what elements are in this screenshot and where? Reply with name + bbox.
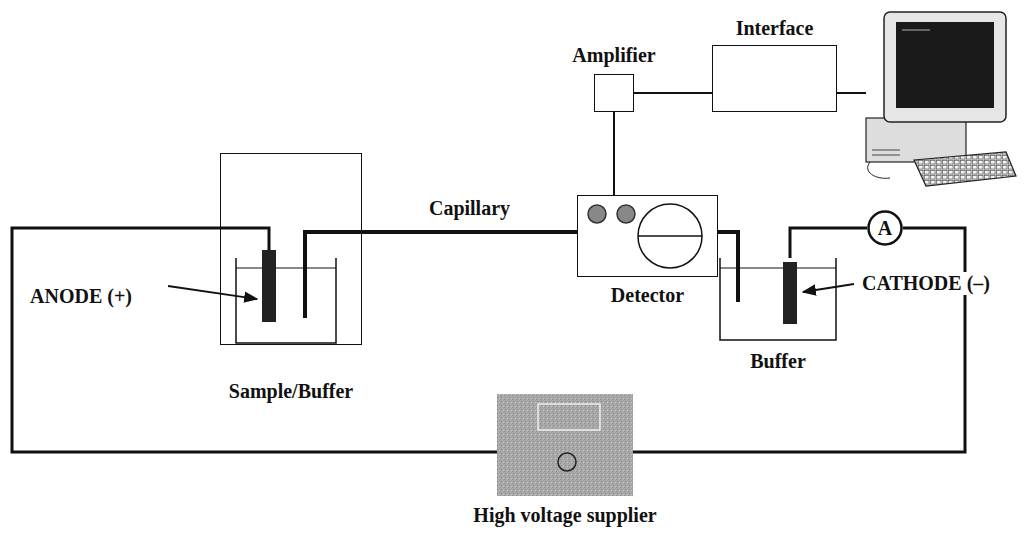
electrode-label: ANODE (+)	[28, 285, 134, 308]
detector-knob	[617, 205, 635, 223]
node-label: A	[876, 217, 894, 240]
keyboard	[914, 152, 1016, 186]
anode-wire	[220, 228, 269, 250]
interface-box: Interface	[712, 45, 837, 112]
detector-lamp	[638, 204, 702, 268]
detector-box: Detector	[577, 195, 718, 277]
signal-wire	[613, 112, 615, 195]
power-wire	[790, 228, 867, 258]
anode-electrode	[262, 250, 276, 322]
ammeter-symbol: A	[867, 210, 903, 246]
beaker-outline	[720, 258, 836, 340]
node-label: Amplifier	[570, 44, 657, 67]
drive-slot	[872, 155, 900, 156]
node-label: High voltage supplier	[471, 504, 658, 527]
power-wire	[12, 228, 497, 452]
power-wire	[633, 228, 965, 452]
monitor	[884, 12, 1006, 122]
drive-slot	[872, 150, 900, 151]
buffer-beaker: Buffer	[720, 258, 836, 340]
node-label: Interface	[734, 17, 816, 40]
screen-glare	[902, 29, 930, 31]
capillary	[718, 232, 738, 258]
capillary-inlet	[305, 232, 362, 318]
capillary-outlet	[736, 258, 740, 302]
sample-beaker	[236, 258, 336, 343]
computer-cable	[837, 92, 866, 94]
power-supply: High voltage supplier	[497, 394, 633, 496]
signal-wire	[634, 92, 712, 94]
sample-holder: Sample/Buffer	[220, 153, 362, 345]
amplifier-box: Amplifier	[594, 74, 634, 112]
leader-arrow	[803, 284, 854, 292]
detector-lamp-line	[638, 235, 702, 237]
power-supply-display	[538, 404, 600, 430]
node-label: Sample/Buffer	[227, 380, 355, 403]
leader-arrow	[168, 286, 257, 299]
monitor-screen	[896, 22, 994, 108]
capillary	[362, 230, 577, 234]
electrode-label: CATHODE (–)	[860, 272, 992, 295]
liquid-level	[236, 268, 336, 269]
power-supply-body	[497, 394, 633, 496]
cathode-electrode	[783, 262, 797, 324]
circle-outline	[869, 212, 902, 245]
computer-case	[866, 118, 966, 162]
connector-label: Capillary	[427, 197, 512, 220]
detector-knob	[588, 205, 606, 223]
beaker-outline	[720, 258, 836, 340]
keyboard-cable	[868, 162, 890, 178]
power-supply-knob	[558, 453, 576, 471]
node-label: Buffer	[748, 350, 808, 373]
node-label: Detector	[609, 284, 686, 307]
